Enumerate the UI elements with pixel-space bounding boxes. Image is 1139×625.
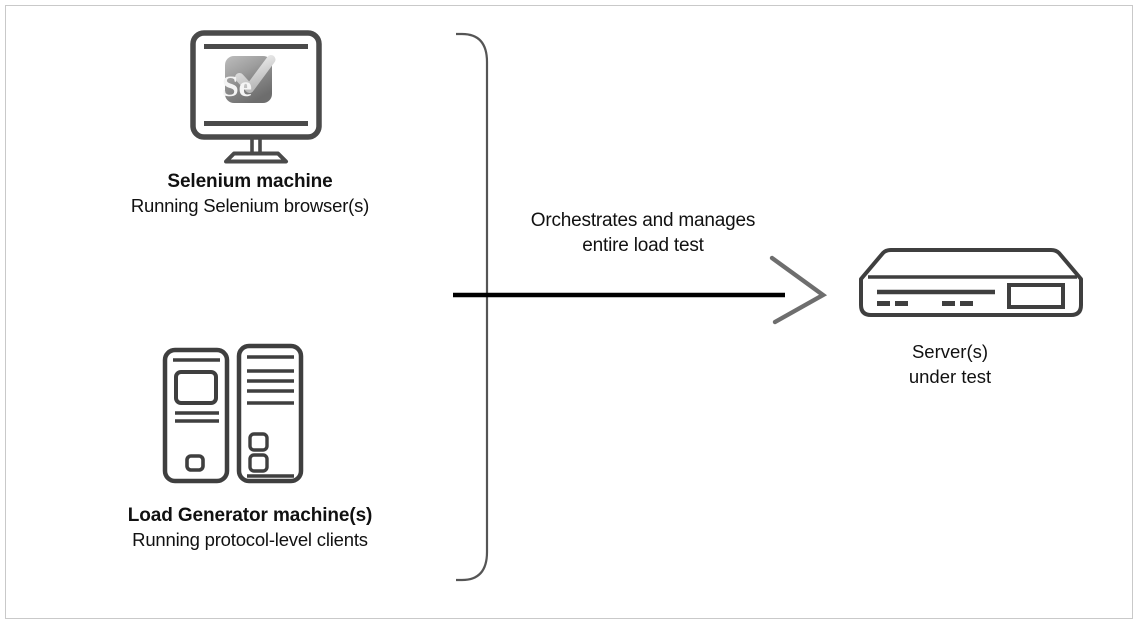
server-led-2a xyxy=(942,301,955,306)
load-generator-subtitle: Running protocol-level clients xyxy=(132,529,368,551)
server-caption-line2: under test xyxy=(908,365,992,387)
connector-group xyxy=(440,22,840,592)
selenium-machine-subtitle: Running Selenium browser(s) xyxy=(130,195,370,217)
selenium-logo: Se xyxy=(222,55,276,103)
connector-brace xyxy=(456,32,489,582)
tower-one-drive-bay xyxy=(174,370,218,405)
connector-label-line2: entire load test xyxy=(582,235,704,257)
selenium-machine-title: Selenium machine xyxy=(167,171,333,192)
connector-label-line1: Orchestrates and manages xyxy=(530,210,756,231)
selenium-logo-text: Se xyxy=(222,70,252,103)
monitor-base xyxy=(224,151,288,164)
tower-one-power-button xyxy=(185,454,205,472)
check-icon xyxy=(235,55,276,93)
tower-two-indicator-upper xyxy=(248,432,269,452)
load-generator-title: Load Generator machine(s) xyxy=(127,505,373,526)
server-caption-line1: Server(s) xyxy=(911,341,989,362)
tower-computer-one-icon xyxy=(162,347,230,484)
server-display-panel xyxy=(1007,283,1065,309)
server-caption: Server(s) under test xyxy=(830,340,1070,390)
tower-computer-two-icon xyxy=(236,343,304,484)
selenium-machine-icon: Se xyxy=(190,30,322,165)
server-led-1a xyxy=(877,301,890,306)
server-led-1b xyxy=(895,301,908,306)
tower-two-indicator-lower xyxy=(248,453,269,473)
server-led-2b xyxy=(960,301,973,306)
load-generator-icon xyxy=(162,343,314,485)
connector-label: Orchestrates and manages entire load tes… xyxy=(498,208,788,258)
load-generator-caption: Load Generator machine(s) Running protoc… xyxy=(40,504,460,552)
server-icon xyxy=(855,243,1087,328)
selenium-machine-caption: Selenium machine Running Selenium browse… xyxy=(40,170,460,218)
arrowhead-icon xyxy=(769,255,828,325)
